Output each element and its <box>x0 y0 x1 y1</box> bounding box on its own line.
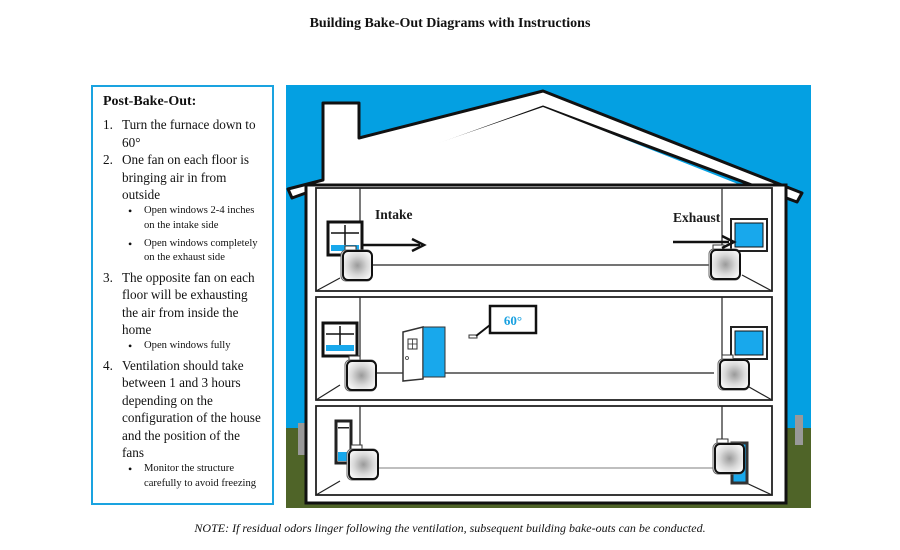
step-bullets: Monitor the structure carefully to avoid… <box>122 462 264 491</box>
thermostat-icon <box>468 304 538 339</box>
fan-icon-top-right <box>708 244 741 281</box>
panel-heading: Post-Bake-Out: <box>103 94 197 109</box>
step-4: 4. Ventilation should take between 1 and… <box>103 357 264 492</box>
window-middle-left <box>321 321 359 358</box>
foundation-right <box>795 415 803 445</box>
step-2: 2. One fan on each floor is bringing air… <box>103 151 264 266</box>
fan-icon-middle-right <box>717 354 750 391</box>
window-top-right <box>730 218 768 252</box>
step-text: Ventilation should take between 1 and 3 … <box>122 358 261 461</box>
door-icon <box>402 326 446 382</box>
thermostat-reading: 60° <box>504 313 522 328</box>
fan-icon-middle-left <box>344 355 377 392</box>
step-3: 3. The opposite fan on each floor will b… <box>103 269 264 354</box>
step-number: 4. <box>103 358 113 374</box>
bullet-item: Monitor the structure carefully to avoid… <box>122 462 264 491</box>
floor-top <box>315 187 773 292</box>
bullet-item: Open windows 2-4 inches on the intake si… <box>122 204 264 233</box>
footer-note: NOTE: If residual odors linger following… <box>194 521 706 535</box>
exhaust-label: Exhaust <box>673 210 721 225</box>
house-diagram: Intake Exhaust 60° <box>286 85 811 508</box>
instructions-panel: Post-Bake-Out: 1. Turn the furnace down … <box>91 85 274 505</box>
fan-icon-top-left <box>340 245 373 282</box>
foundation-left <box>298 423 306 455</box>
floor-bottom <box>315 405 773 496</box>
step-text: One fan on each floor is bringing air in… <box>122 152 250 203</box>
fan-icon-bottom-left <box>346 444 379 481</box>
step-number: 1. <box>103 117 113 133</box>
step-text: The opposite fan on each floor will be e… <box>122 269 255 338</box>
exhaust-arrow-icon <box>673 234 737 250</box>
page-title: Building Bake-Out Diagrams with Instruct… <box>309 16 591 31</box>
bullet-item: Open windows fully <box>122 339 264 354</box>
intake-label: Intake <box>375 207 413 222</box>
intake-arrow-icon <box>361 237 427 253</box>
bullet-item: Open windows completely on the exhaust s… <box>122 237 264 266</box>
floor-middle <box>315 296 773 401</box>
house-body <box>304 183 788 505</box>
step-text: Turn the furnace down to 60° <box>122 117 256 150</box>
step-number: 2. <box>103 152 113 168</box>
step-bullets: Open windows fully <box>122 339 264 354</box>
step-number: 3. <box>103 269 113 285</box>
attic <box>316 107 776 201</box>
window-middle-right <box>730 326 768 360</box>
step-bullets: Open windows 2-4 inches on the intake si… <box>122 204 264 265</box>
fan-icon-bottom-right <box>712 438 745 475</box>
step-1: 1. Turn the furnace down to 60° <box>103 116 264 151</box>
